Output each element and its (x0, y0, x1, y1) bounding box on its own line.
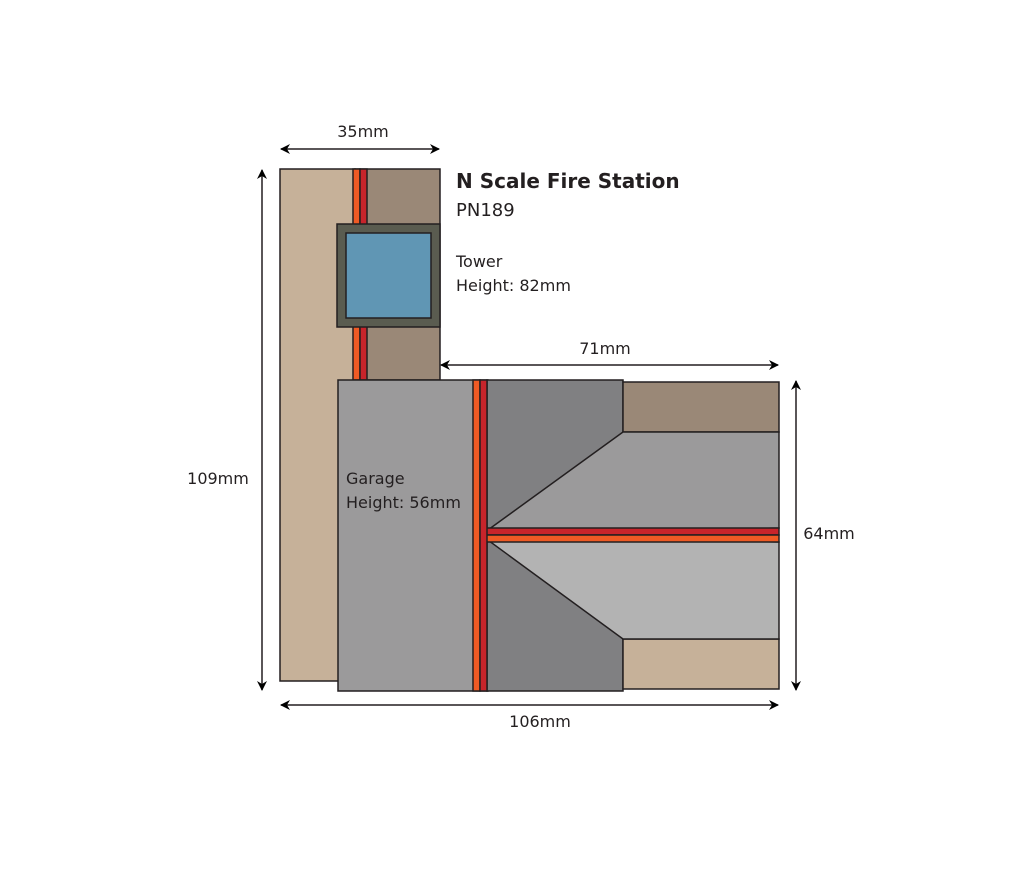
tower-window-glass (345, 232, 432, 319)
tower-label: Tower (455, 252, 503, 271)
dim-tower-width-label: 35mm (337, 122, 389, 141)
garage-stripe-orange (472, 379, 481, 692)
tower-height-label: Height: 82mm (456, 276, 571, 295)
garage-block (337, 379, 780, 692)
part-number: PN189 (456, 200, 515, 221)
diagram-title: N Scale Fire Station (456, 169, 680, 193)
garage-height-label: Height: 56mm (346, 493, 461, 512)
dim-total-width-label: 106mm (509, 712, 571, 731)
garage-roof-left (337, 379, 489, 692)
annex-brown-strip (622, 381, 780, 433)
annex-stripe-red (480, 527, 780, 536)
dim-garage-depth-label: 64mm (803, 524, 855, 543)
tower-block (279, 168, 441, 682)
dim-total-depth-label: 109mm (187, 469, 249, 488)
garage-label: Garage (346, 469, 405, 488)
annex-tan-strip (622, 638, 780, 690)
garage-stripe-red (479, 379, 488, 692)
dim-extension-label: 71mm (579, 339, 631, 358)
annex-stripe-orange (480, 534, 780, 543)
